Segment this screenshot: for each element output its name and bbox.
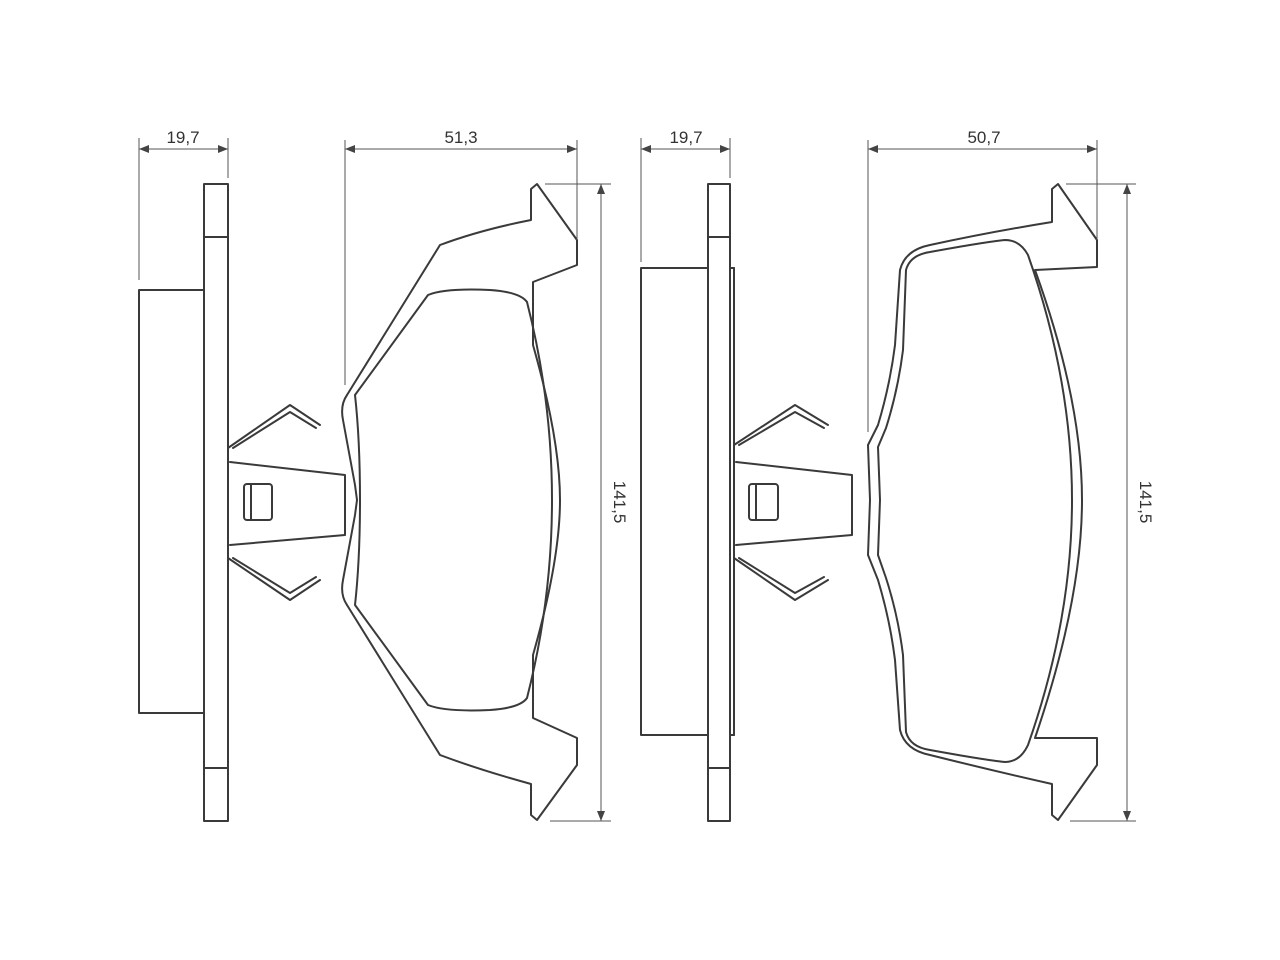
right-pad-front-view	[867, 183, 1098, 821]
left-pad-height-dimension: 141,5	[545, 183, 629, 822]
left-pad-side-view	[138, 183, 346, 822]
right-pad-thickness-label: 19,7	[669, 128, 702, 147]
right-pad-height-dimension: 141,5	[1066, 183, 1155, 822]
left-pad-height-label: 141,5	[610, 481, 629, 524]
left-pad-width-dimension: 51,3	[344, 128, 578, 385]
left-pad-front-view	[341, 183, 578, 821]
left-pad-thickness-label: 19,7	[166, 128, 199, 147]
right-pad-width-dimension: 50,7	[867, 128, 1098, 432]
right-pad-height-label: 141,5	[1136, 481, 1155, 524]
left-pad-thickness-dimension: 19,7	[138, 128, 229, 280]
left-pad-width-label: 51,3	[444, 128, 477, 147]
right-pad-width-label: 50,7	[967, 128, 1000, 147]
right-pad-side-view	[640, 183, 853, 822]
right-pad-thickness-dimension: 19,7	[640, 128, 731, 262]
